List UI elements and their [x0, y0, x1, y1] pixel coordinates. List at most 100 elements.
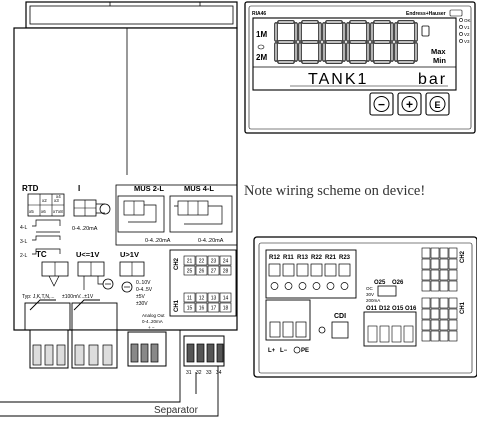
- rtd-terminal-block: x2 x3 x4 x5 x6 x7 x8: [27, 193, 65, 217]
- screw-icon: [270, 282, 279, 290]
- led-ok-label: OK: [464, 18, 471, 23]
- terminal-11: 11: [187, 296, 192, 302]
- rear-ch1-terminal: [448, 330, 458, 342]
- enter-button[interactable]: E: [425, 92, 450, 116]
- led-v3-icon: [459, 39, 463, 43]
- indicator-1m: 1M: [256, 30, 267, 39]
- rear-ch2-terminal: [421, 269, 431, 281]
- power-l-minus: L−: [280, 348, 288, 354]
- terminal-cell-22: [195, 255, 208, 266]
- status-leds: OK V1 V2 V3: [459, 18, 471, 44]
- terminal-14: 14: [223, 296, 229, 302]
- rear-ch1-terminal: [421, 330, 431, 342]
- screw-icon: [298, 282, 307, 290]
- mus2-terminal-block: [117, 195, 165, 233]
- rear-ch1-terminal: [448, 319, 458, 331]
- plus-button-label: +: [406, 98, 413, 112]
- separator-line-2: [0, 366, 219, 417]
- mus4-terminal-block: [169, 195, 233, 233]
- module-current-label: I: [78, 184, 80, 193]
- terminal-cell-21: [183, 255, 196, 266]
- bottom-terminal-numbers: 31 32 33 34: [186, 370, 222, 376]
- ch1-label: CH1: [174, 299, 180, 312]
- separator-line-1: [0, 330, 181, 403]
- terminal-cell-25: [183, 265, 196, 276]
- lcd-digit-1: [298, 20, 322, 64]
- connector-plug-4: [183, 335, 225, 367]
- oc-spec-line-0: OC: [366, 286, 374, 291]
- minus-icon: [373, 96, 390, 112]
- rear-ch2-terminal: [439, 280, 449, 292]
- terminal-34: 34: [216, 370, 222, 376]
- connector-plug-3: [127, 331, 167, 367]
- led-ok-icon: [459, 18, 463, 22]
- current-terminal-block: [73, 199, 111, 217]
- oc-spec: OC 30V 200mA: [366, 286, 380, 303]
- terminal-cell-14: [219, 292, 232, 303]
- relay-label-r21: R21: [325, 255, 337, 261]
- module-tc-label: TC: [36, 250, 47, 259]
- lcd-tag-text: TANK1: [308, 71, 368, 88]
- relay-terminals: [268, 263, 351, 290]
- ch2-label: CH2: [174, 257, 180, 270]
- connector-plug-1: [29, 329, 69, 369]
- indicator-max: Max: [431, 47, 446, 56]
- plus-icon: [401, 96, 418, 112]
- rear-ch2-terminal: [448, 258, 458, 270]
- terminal-13: 13: [211, 296, 217, 302]
- power-pe: PE: [301, 348, 309, 354]
- relay-label-r22: R22: [311, 255, 323, 261]
- terminal-15: 15: [187, 306, 193, 312]
- rear-ch2-terminal: [421, 258, 431, 270]
- module-voltage-low-label: U<=1V: [76, 250, 99, 259]
- terminal-cell-16: [195, 302, 208, 313]
- voltage-high-terminal-block: [119, 261, 145, 293]
- rear-ch1-terminal: [421, 308, 431, 320]
- analog-out-range: 0-4..20mA: [142, 319, 163, 324]
- terminal-cell-24: [219, 255, 232, 266]
- lcd-digit-4: [370, 20, 394, 64]
- terminal-cell-12: [195, 292, 208, 303]
- terminal-cell-18: [219, 302, 232, 313]
- terminal-17: 17: [211, 306, 217, 312]
- tc-range-label: ±100mV...±1V: [62, 294, 94, 300]
- relay-terminal-r11: [282, 263, 295, 277]
- screw-icon: [312, 282, 321, 290]
- terminal-cell-23: [207, 255, 220, 266]
- rtd-x7: x7: [53, 209, 58, 214]
- relay-terminal-r22: [310, 263, 323, 277]
- terminal-22: 22: [199, 259, 205, 265]
- indicator-min: Min: [433, 56, 446, 65]
- ground-icon: [293, 346, 301, 354]
- rear-ch2-label: CH2: [460, 250, 466, 263]
- terminal-33: 33: [206, 370, 212, 376]
- relay-terminal-r12: [268, 263, 281, 277]
- led-v2-label: V2: [464, 32, 470, 37]
- plus-button[interactable]: +: [397, 92, 422, 116]
- relay-label-r12: R12: [269, 255, 281, 261]
- indicator-2m: 2M: [256, 53, 267, 62]
- terminal-cell-15: [183, 302, 196, 313]
- tc-types-label: Typ: J,K,T,N,...: [22, 294, 55, 300]
- tc-terminal-block: [41, 261, 69, 287]
- device-side-view: 31 32 33 34 Separator RTD x2 x3 x4 x5 x6…: [0, 1, 238, 417]
- rear-ch2-terminal: [421, 280, 431, 292]
- separator-label: Separator: [154, 405, 199, 416]
- rtd-wire-rows: 4-L 3-L 2-L: [20, 219, 61, 259]
- analog-out-polarity: + −: [148, 325, 155, 330]
- rear-ch1-terminal: [439, 308, 449, 320]
- terminal-32: 32: [196, 370, 202, 376]
- rear-ch1-terminal: [439, 330, 449, 342]
- rear-ch1-terminal: [448, 297, 458, 309]
- device-front-panel: RIA46 Endress+Hauser 1M 2M Max Min TANK1…: [244, 1, 476, 134]
- rear-ch1-terminal: [439, 319, 449, 331]
- minus-button[interactable]: −: [369, 92, 394, 116]
- rear-ch2-terminal: [430, 247, 440, 259]
- module-mus2-label: MUS 2-L: [134, 184, 164, 193]
- rtd-x5: x5: [29, 209, 34, 214]
- screw-icon: [326, 282, 335, 290]
- rear-ch2-terminal: [448, 280, 458, 292]
- mus2-range-label: 0-4..20mA: [145, 238, 171, 244]
- digital-label-d12: D12: [379, 306, 391, 312]
